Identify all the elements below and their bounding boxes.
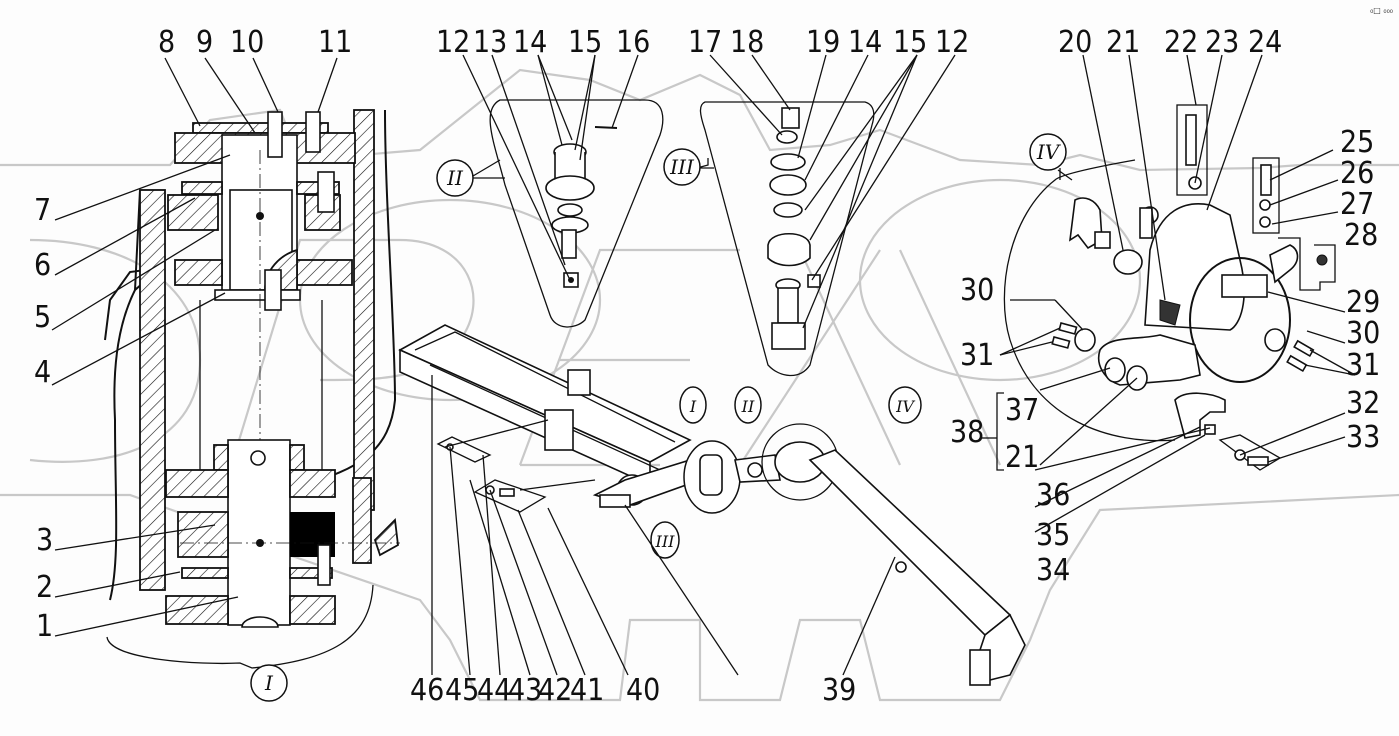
callout-20: 20 — [1058, 25, 1092, 60]
callout-9: 9 — [196, 25, 213, 60]
callout-22: 22 — [1164, 25, 1198, 60]
callout-14: 14 — [513, 25, 547, 60]
callout-33: 33 — [1346, 420, 1380, 455]
section-view-I — [104, 109, 400, 669]
callout-35: 35 — [1036, 518, 1070, 553]
callout-26: 26 — [1340, 156, 1374, 191]
callout-28: 28 — [1344, 218, 1378, 253]
callout-5: 5 — [34, 300, 51, 335]
callouts-view-II: 12 13 14 15 16 — [436, 25, 650, 60]
callout-10: 10 — [230, 25, 264, 60]
callout-40: 40 — [626, 673, 660, 708]
callout-30-left: 30 — [960, 273, 994, 308]
callout-37: 37 — [1005, 393, 1039, 428]
detail-view-IV — [1003, 104, 1336, 471]
callout-31-right: 31 — [1346, 348, 1380, 383]
callouts-view-I: 8 9 10 11 7 6 5 4 3 2 1 — [34, 25, 352, 644]
callout-44: 44 — [477, 673, 511, 708]
watermark — [0, 68, 1399, 702]
callout-7: 7 — [34, 193, 51, 228]
callout-21-group: 21 — [1005, 440, 1039, 475]
callout-16: 16 — [616, 25, 650, 60]
view-marker-III: III — [663, 148, 701, 186]
callout-23: 23 — [1205, 25, 1239, 60]
callout-11: 11 — [318, 25, 352, 60]
main-assembly — [398, 324, 1026, 686]
view-marker-IV: IV — [1029, 133, 1067, 171]
callout-12: 12 — [436, 25, 470, 60]
callout-18: 18 — [730, 25, 764, 60]
main-marker-III: III — [650, 521, 680, 559]
callout-12b: 12 — [935, 25, 969, 60]
callout-46: 46 — [410, 673, 444, 708]
svg-text:II: II — [741, 397, 755, 416]
svg-text:III: III — [669, 155, 695, 179]
callout-45: 45 — [445, 673, 479, 708]
view-marker-II: II — [436, 159, 474, 197]
callout-36: 36 — [1036, 478, 1070, 513]
callout-14b: 14 — [848, 25, 882, 60]
svg-text:II: II — [446, 166, 464, 190]
callout-24: 24 — [1248, 25, 1282, 60]
view-marker-I: I — [250, 664, 288, 702]
callouts-view-IV: 20 21 22 23 24 25 26 27 28 29 30 31 32 3… — [950, 25, 1380, 588]
detail-view-III — [696, 101, 875, 377]
callout-31-left: 31 — [960, 338, 994, 373]
callout-34: 34 — [1036, 553, 1070, 588]
callout-43: 43 — [508, 673, 542, 708]
detail-view-II — [472, 99, 664, 328]
svg-text:III: III — [655, 532, 676, 551]
callout-17: 17 — [688, 25, 722, 60]
callout-8: 8 — [158, 25, 175, 60]
callout-41: 41 — [570, 673, 604, 708]
callout-13: 13 — [473, 25, 507, 60]
callouts-view-III: 17 18 19 14 15 12 — [688, 25, 969, 60]
svg-text:I: I — [689, 397, 697, 416]
callout-32: 32 — [1346, 386, 1380, 421]
main-marker-II: II — [734, 386, 762, 424]
callout-15b: 15 — [893, 25, 927, 60]
svg-text:I: I — [264, 671, 274, 695]
svg-text:IV: IV — [895, 397, 915, 416]
callout-39: 39 — [822, 673, 856, 708]
callout-2: 2 — [36, 570, 53, 605]
svg-text:IV: IV — [1036, 140, 1062, 164]
corner-mark: ₀□ ₀₀₀ — [1370, 6, 1393, 15]
callout-21: 21 — [1106, 25, 1140, 60]
callout-27: 27 — [1340, 187, 1374, 222]
callout-4: 4 — [34, 355, 51, 390]
main-marker-IV: IV — [888, 386, 922, 424]
callout-6: 6 — [34, 248, 51, 283]
callout-1: 1 — [36, 609, 53, 644]
callout-29: 29 — [1346, 285, 1380, 320]
callout-30-right: 30 — [1346, 316, 1380, 351]
callout-19: 19 — [806, 25, 840, 60]
callouts-main: 46 45 44 43 42 41 40 39 — [410, 673, 856, 708]
callout-3: 3 — [36, 523, 53, 558]
leader-lines — [51, 54, 1356, 676]
callout-15: 15 — [568, 25, 602, 60]
callout-25: 25 — [1340, 125, 1374, 160]
callout-42: 42 — [538, 673, 572, 708]
main-marker-I: I — [679, 386, 707, 424]
callout-38: 38 — [950, 415, 984, 450]
